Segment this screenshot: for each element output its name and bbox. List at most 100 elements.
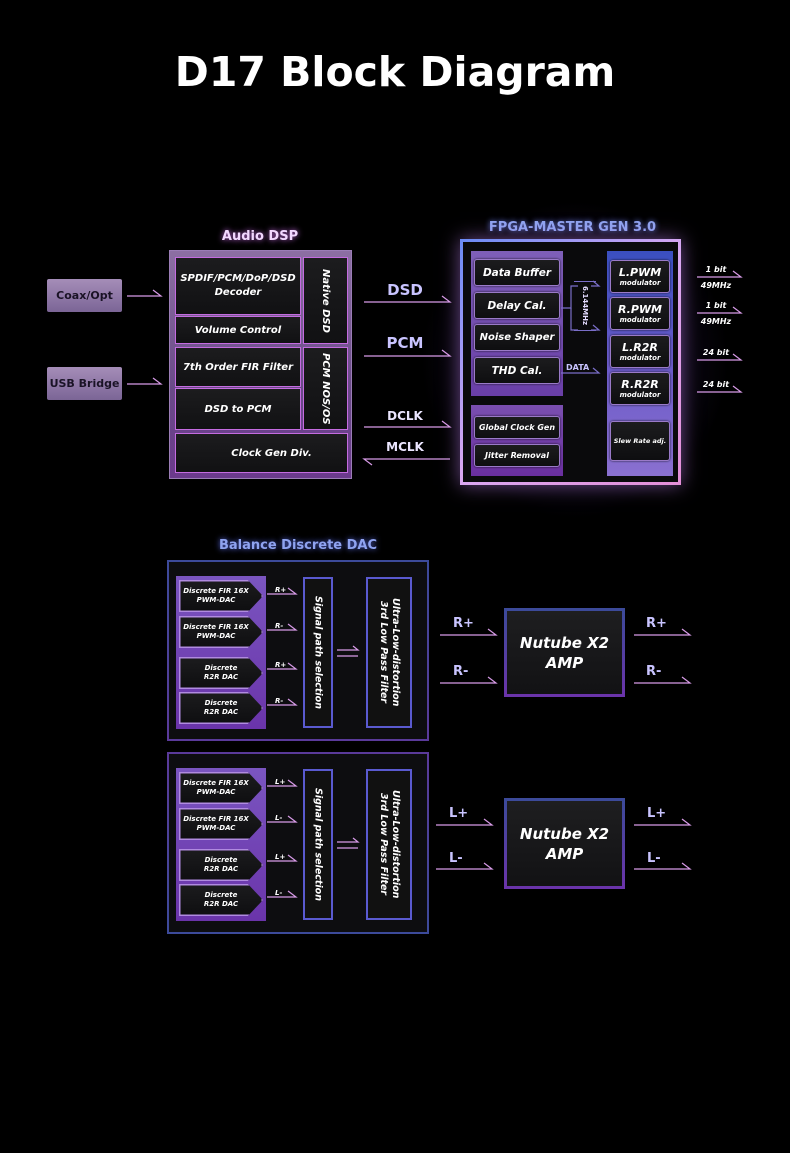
selection-label: Signal path selection (312, 596, 324, 709)
fpga-modulator-group: L.PWM modulator R.PWM modulator L.R2R mo… (607, 251, 673, 476)
amp-l-in-minus (436, 862, 494, 870)
thd-cal-cell: THD Cal. (474, 357, 560, 384)
pcm-nos-cell: PCM NOS/OS (303, 347, 348, 430)
signal-path-selection-l: Signal path selection (303, 769, 333, 920)
signal-r-2: R- (275, 622, 284, 630)
output-2-bottom: 49MHz (700, 317, 732, 326)
mclk-link-label: MCLK (386, 440, 424, 454)
delay-cal-cell: Delay Cal. (474, 292, 560, 319)
slew-rate-cell: Slew Rate adj. (610, 421, 670, 461)
pcm-nos-label: PCM NOS/OS (320, 352, 331, 425)
output-1-top: 1 bit (705, 265, 727, 274)
signal-r-3: R+ (275, 661, 287, 669)
dac-channel-r: Discrete FIR 16X PWM-DAC Discrete FIR 16… (167, 560, 429, 741)
selection-label: Signal path selection (312, 788, 324, 901)
decoder-cell: SPDIF/PCM/DoP/DSD Decoder (175, 257, 301, 315)
amp-in-l-plus: L+ (449, 806, 469, 821)
signal-l-2: L- (275, 814, 283, 822)
global-clock-gen-cell: Global Clock Gen (474, 416, 560, 439)
coax-opt-input: Coax/Opt (47, 279, 122, 312)
usb-arrow (127, 377, 163, 385)
native-dsd-label: Native DSD (320, 268, 331, 333)
r-r2r-modulator: R.R2R modulator (610, 372, 670, 405)
data-buffer-cell: Data Buffer (474, 259, 560, 286)
output-1-bottom: 49MHz (700, 281, 732, 290)
page-title: D17 Block Diagram (174, 48, 616, 96)
dsd-link-label: DSD (387, 281, 423, 299)
amp-line2: AMP (545, 844, 584, 863)
dac-l-4: Discrete R2R DAC (179, 884, 263, 916)
audio-dsp-block: SPDIF/PCM/DoP/DSD Decoder Volume Control… (169, 250, 352, 479)
amp-out-l-minus: L- (647, 851, 661, 866)
dac-title: Balance Discrete DAC (218, 538, 378, 553)
signal-l-1: L+ (275, 778, 286, 786)
dac-group-r: Discrete FIR 16X PWM-DAC Discrete FIR 16… (176, 576, 266, 729)
modulator-sub: modulator (619, 278, 661, 287)
filter-line1: Ultra-Low-distortion (390, 598, 401, 707)
signal-r-4: R- (275, 697, 284, 705)
signal-l-4: L- (275, 889, 283, 897)
data-label: DATA (566, 363, 590, 372)
l-r2r-modulator: L.R2R modulator (610, 335, 670, 368)
noise-shaper-cell: Noise Shaper (474, 324, 560, 351)
amp-out-r-minus: R- (646, 664, 662, 679)
amp-line2: AMP (545, 653, 584, 672)
amp-l-out-minus (634, 862, 692, 870)
amp-out-r-plus: R+ (646, 616, 667, 631)
dac-l-1: Discrete FIR 16X PWM-DAC (179, 772, 263, 804)
dac-r-1: Discrete FIR 16X PWM-DAC (179, 580, 263, 612)
fpga-processing-group: Data Buffer Delay Cal. Noise Shaper THD … (471, 251, 563, 396)
dac-l-2: Discrete FIR 16X PWM-DAC (179, 808, 263, 840)
dac-r-2: Discrete FIR 16X PWM-DAC (179, 616, 263, 648)
modulator-sub: modulator (619, 353, 661, 362)
amp-in-r-plus: R+ (453, 616, 474, 631)
clock-gen-cell: Clock Gen Div. (175, 433, 348, 473)
modulator-sub: modulator (619, 390, 661, 399)
amp-r-out-minus (634, 676, 692, 684)
jitter-removal-cell: Jitter Removal (474, 444, 560, 467)
coax-arrow (127, 289, 163, 297)
fpga-title: FPGA-MASTER GEN 3.0 (488, 220, 657, 235)
dac-channel-l: Discrete FIR 16X PWM-DAC Discrete FIR 16… (167, 752, 429, 934)
fir-cell: 7th Order FIR Filter (175, 347, 301, 387)
signal-l-3: L+ (275, 853, 286, 861)
filter-line1: Ultra-Low-distortion (390, 790, 401, 899)
dclk-link-label: DCLK (387, 409, 423, 423)
l-pwm-modulator: L.PWM modulator (610, 260, 670, 293)
volume-cell: Volume Control (175, 316, 301, 344)
dsd-to-pcm-cell: DSD to PCM (175, 388, 301, 430)
modulator-name: L.PWM (618, 265, 662, 279)
dac-r-4: Discrete R2R DAC (179, 692, 263, 724)
filter-line2: 3rd Low Pass Filter (378, 793, 389, 896)
amp-out-l-plus: L+ (647, 806, 667, 821)
audio-dsp-title: Audio DSP (221, 229, 299, 244)
signal-path-selection-r: Signal path selection (303, 577, 333, 728)
filter-line2: 3rd Low Pass Filter (378, 601, 389, 704)
modulator-name: L.R2R (622, 340, 658, 354)
amp-in-r-minus: R- (453, 664, 469, 679)
output-4-top: 24 bit (702, 380, 730, 389)
pcm-link-label: PCM (386, 334, 424, 352)
output-3-top: 24 bit (702, 348, 730, 357)
output-2-top: 1 bit (705, 301, 727, 310)
dac-r-3: Discrete R2R DAC (179, 657, 263, 689)
fpga-block: Data Buffer Delay Cal. Noise Shaper THD … (460, 239, 681, 485)
amp-in-l-minus: L- (449, 851, 463, 866)
dac-group-l: Discrete FIR 16X PWM-DAC Discrete FIR 16… (176, 768, 266, 921)
amp-line1: Nutube X2 (519, 824, 610, 843)
dac-l-3: Discrete R2R DAC (179, 849, 263, 881)
modulator-sub: modulator (619, 315, 661, 324)
signal-r-1: R+ (275, 586, 287, 594)
modulator-name: R.R2R (621, 377, 659, 391)
native-dsd-cell: Native DSD (303, 257, 348, 344)
freq-bracket: 6.144MHz (574, 281, 596, 331)
amp-line1: Nutube X2 (519, 633, 610, 652)
modulator-name: R.PWM (618, 302, 662, 316)
fpga-clock-group: Global Clock Gen Jitter Removal (471, 405, 563, 476)
